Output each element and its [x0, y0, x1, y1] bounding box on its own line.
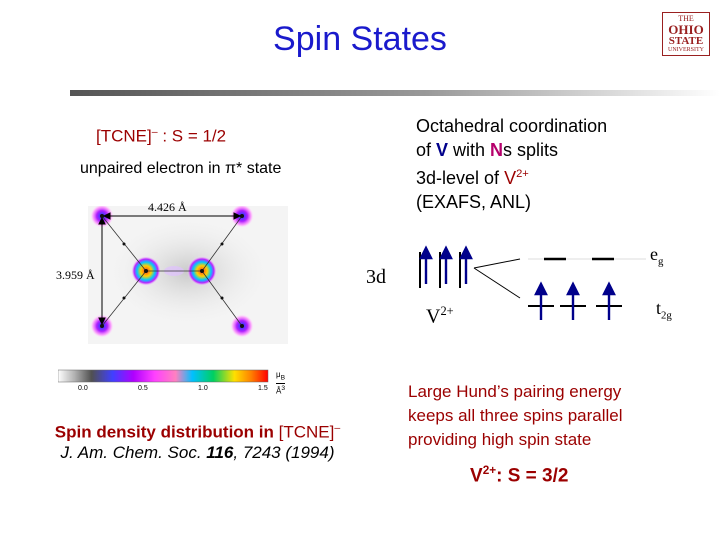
- splitting-lines: [473, 258, 646, 299]
- octahedral-line-1: Octahedral coordination: [416, 116, 608, 136]
- caption-line-1: Spin density distribution in [TCNE]–: [54, 422, 341, 442]
- tcne-spin-value: : S = 1/2: [157, 126, 227, 146]
- colorbar-tick-1: 0.5: [138, 385, 148, 392]
- octahedral-note: Octahedral coordination of V with Ns spl…: [416, 114, 607, 214]
- colorbar-tick-3: 1.5: [258, 385, 268, 392]
- vanadium-ion-charge: 2+: [516, 168, 529, 180]
- hund-rule-note: Large Hund’s pairing energy keeps all th…: [408, 380, 708, 452]
- vanadium-ion-label: V2+: [426, 304, 454, 328]
- distance-arrows: [98, 212, 242, 326]
- hund-line-2: keeps all three spins parallel: [408, 406, 623, 425]
- colorbar-tick-0: 0.0: [78, 385, 88, 392]
- university-logo: THE OHIO STATE UNIVERSITY: [662, 12, 710, 56]
- eg-label: eg: [650, 244, 664, 268]
- tcne-charge: –: [151, 126, 158, 138]
- 3d-level-label: 3d: [366, 266, 386, 288]
- 3d-spin-arrows: [419, 245, 473, 284]
- spin-density-map: [88, 206, 288, 344]
- octahedral-line-3: 3d-level of V2+: [416, 168, 529, 188]
- spin-state-result: V2+: S = 3/2: [470, 464, 569, 487]
- colorbar-tick-2: 1.0: [198, 385, 208, 392]
- hund-line-3: providing high spin state: [408, 430, 592, 449]
- nitrogen-symbol: N: [490, 140, 504, 160]
- distance-label-4426: 4.426 Å: [148, 200, 187, 214]
- figure-caption: Spin density distribution in [TCNE]– J. …: [0, 418, 395, 463]
- vanadium-symbol: V: [436, 140, 449, 160]
- octahedral-line-4: (EXAFS, ANL): [416, 192, 532, 212]
- t2g-label: t2g: [656, 298, 672, 322]
- slide-title: Spin States: [273, 20, 447, 58]
- crystal-field-diagram: [419, 245, 646, 320]
- vanadium-ion-symbol: V: [504, 168, 517, 188]
- tcne-formula: [TCNE]: [96, 126, 152, 146]
- logo-line-2: OHIO: [668, 22, 704, 37]
- caption-citation: J. Am. Chem. Soc. 116, 7243 (1994): [60, 442, 335, 462]
- logo-line-1: THE: [678, 14, 694, 23]
- title-divider: [70, 90, 720, 96]
- atom-markers: [100, 214, 244, 328]
- unpaired-electron-text: unpaired electron in π* state: [80, 160, 282, 177]
- distance-label-3959: 3.959 Å: [56, 268, 95, 282]
- colorbar-gradient: [58, 369, 269, 383]
- spin-density-colorbar: [58, 369, 269, 383]
- tcne-spin-heading: [TCNE]– : S = 1/2: [96, 126, 226, 147]
- hund-line-1: Large Hund’s pairing energy: [408, 382, 622, 401]
- logo-line-3: STATE: [668, 35, 704, 47]
- colorbar-unit: μB Å3: [276, 370, 286, 396]
- octahedral-line-2: of V with Ns splits: [416, 140, 559, 160]
- t2g-spin-arrows: [534, 281, 616, 320]
- logo-line-4: UNIVERSITY: [668, 47, 704, 53]
